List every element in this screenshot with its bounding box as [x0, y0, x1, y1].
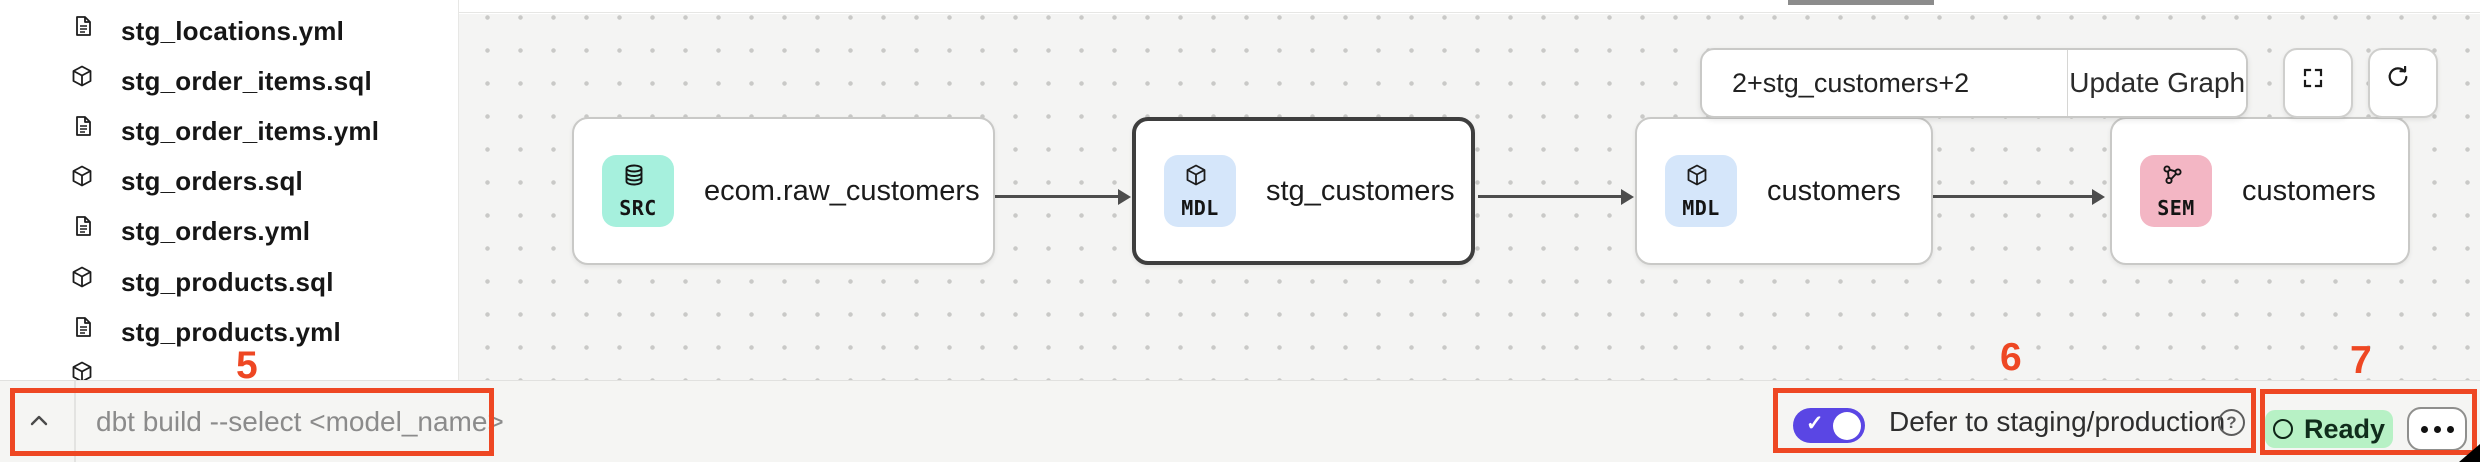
- command-bar-divider: [74, 381, 76, 462]
- file-tree-item[interactable]: stg_products.yml: [0, 307, 458, 357]
- selector-divider: [2066, 50, 2069, 116]
- badge-label: SEM: [2157, 195, 2195, 220]
- file-tree-item[interactable]: stg_orders.yml: [0, 206, 458, 256]
- check-icon: ✓: [1806, 412, 1824, 435]
- edge-stg-customers-to-customers: [1478, 189, 1634, 203]
- node-label: customers: [2242, 174, 2376, 207]
- yml-file-icon: [76, 317, 91, 337]
- yml-file-icon: [76, 216, 91, 236]
- refresh-graph-button[interactable]: [2368, 48, 2438, 118]
- help-icon[interactable]: ?: [2218, 409, 2245, 436]
- fullscreen-button[interactable]: [2283, 48, 2353, 118]
- chevron-up-icon: [30, 415, 48, 426]
- refresh-icon: [2388, 66, 2408, 87]
- file-name: stg_products.yml: [121, 316, 341, 347]
- expand-panel-button[interactable]: [18, 381, 62, 462]
- file-tree-item[interactable]: stg_products.sql: [0, 257, 458, 307]
- graph-selector-input[interactable]: [1702, 50, 2067, 116]
- badge-label: MDL: [1682, 195, 1720, 220]
- yml-file-icon: [76, 116, 91, 136]
- lineage-node-source-raw-customers[interactable]: SRC ecom.raw_customers: [572, 117, 995, 265]
- model-file-icon: [72, 65, 92, 87]
- file-name: stg_order_items.sql: [121, 65, 372, 96]
- defer-label: Defer to staging/production: [1889, 406, 2226, 437]
- file-tree-item[interactable]: stg_order_items.yml: [0, 106, 458, 156]
- file-name: stg_orders.yml: [121, 215, 311, 246]
- lineage-node-customers-model[interactable]: MDL customers: [1635, 117, 1933, 265]
- graph-top-strip: [459, 0, 2480, 13]
- status-label: Ready: [2303, 413, 2386, 444]
- status-badge: Ready: [2265, 410, 2393, 448]
- model-badge: MDL: [1665, 155, 1737, 227]
- update-graph-button[interactable]: Update Graph: [2068, 50, 2246, 116]
- model-file-icon: [72, 165, 92, 187]
- node-label: ecom.raw_customers: [704, 174, 980, 207]
- node-label: stg_customers: [1266, 174, 1455, 207]
- file-tree-item[interactable]: stg_locations.yml: [0, 6, 458, 56]
- defer-toggle[interactable]: ✓: [1793, 408, 1865, 443]
- file-tree-item[interactable]: stg_orders.sql: [0, 156, 458, 206]
- badge-label: MDL: [1181, 195, 1219, 220]
- toggle-knob: [1833, 411, 1861, 440]
- yml-file-icon: [76, 16, 91, 36]
- fullscreen-icon: [2303, 68, 2323, 88]
- overflow-menu-button[interactable]: [2407, 407, 2467, 451]
- file-name: stg_order_items.yml: [121, 115, 380, 146]
- dbt-command-input[interactable]: [96, 381, 656, 462]
- ellipsis-icon: [2420, 425, 2428, 433]
- file-name: stg_locations.yml: [121, 15, 345, 46]
- file-name: stg_products.sql: [121, 266, 334, 297]
- status-ring-icon: [2272, 419, 2293, 439]
- lineage-node-customers-semantic[interactable]: SEM customers: [2110, 117, 2410, 265]
- model-file-icon: [72, 266, 92, 288]
- database-icon: [625, 164, 643, 185]
- badge-label: SRC: [619, 195, 657, 220]
- node-label: customers: [1767, 174, 1901, 207]
- semantic-graph-icon: [2163, 164, 2182, 184]
- graph-selector-group: Update Graph: [1700, 48, 2248, 118]
- model-badge: MDL: [1164, 155, 1236, 227]
- semantic-badge: SEM: [2140, 155, 2212, 227]
- edge-src-to-stg-customers: [995, 189, 1131, 203]
- edge-customers-to-semantic: [1933, 189, 2105, 203]
- file-name: stg_orders.sql: [121, 165, 303, 196]
- file-tree-sidebar: stg_locations.yml stg_order_items.sql st…: [0, 0, 459, 380]
- source-badge: SRC: [602, 155, 674, 227]
- cube-icon: [1687, 164, 1707, 185]
- file-tree-item[interactable]: stg_order_items.sql: [0, 56, 458, 106]
- cube-icon: [1186, 164, 1206, 185]
- lineage-node-stg-customers[interactable]: MDL stg_customers: [1132, 117, 1475, 265]
- model-file-icon: [72, 361, 92, 380]
- file-tree-item-partial[interactable]: [0, 352, 458, 380]
- horizontal-scrollbar-thumb[interactable]: [1788, 0, 1934, 5]
